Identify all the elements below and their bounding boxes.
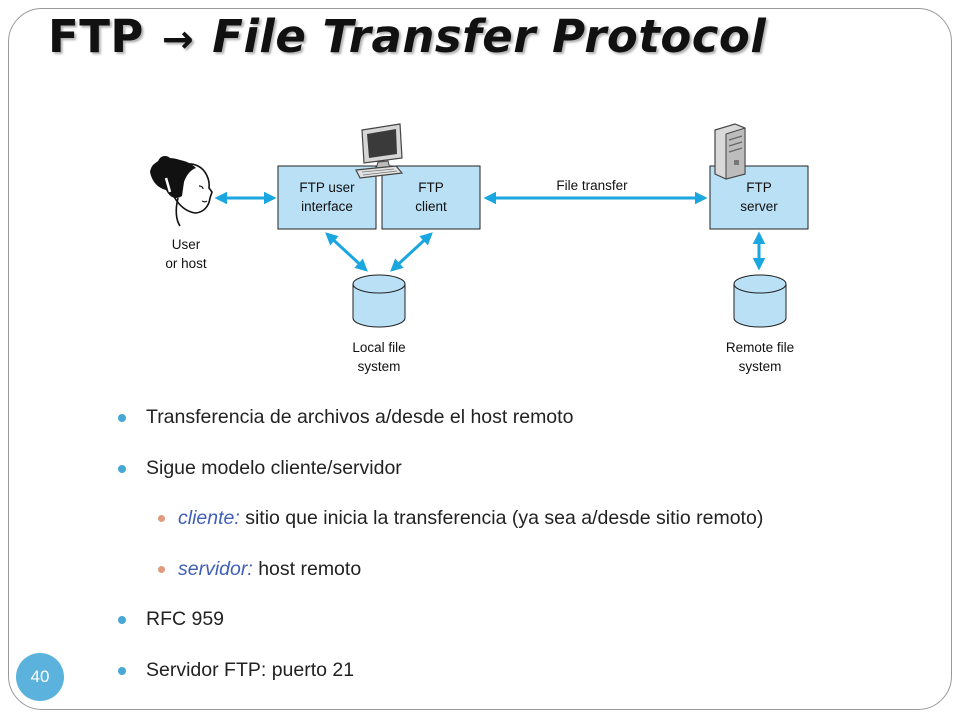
ftp-diagram: User or host FTP user interface FTP clie… [150,123,809,374]
title-acronym: FTP [48,10,144,63]
client-box-line1: FTP [418,180,444,195]
sub-bullet-dot-icon [158,515,165,522]
ui-box-line2: interface [301,199,353,214]
sub-bullet-item: cliente: sitio que inicia la transferenc… [118,503,918,554]
ftp-client-box [381,165,481,230]
person-icon [150,156,213,227]
bullet-list: Transferencia de archivos a/desde el hos… [118,402,918,705]
user-label-1: User [172,237,201,252]
local-fs-label-1: Local file [352,340,405,355]
bullet-text: Sigue modelo cliente/servidor [146,456,402,479]
bullet-item: Servidor FTP: puerto 21 [118,655,918,706]
slide-frame [8,8,952,710]
title-expansion: File Transfer Protocol [212,10,767,63]
ui-localfs-arrow [325,232,368,272]
client-box-line2: client [415,199,447,214]
sub-bullet-dot-icon [158,565,165,573]
bullet-item: Sigue modelo cliente/servidor [118,453,918,504]
server-icon [714,123,746,180]
term-servidor: servidor: [178,557,253,580]
bullet-dot-icon [118,616,126,624]
ftp-user-interface-box [277,165,377,230]
sub-bullet-text: cliente: sitio que inicia la transferenc… [178,503,763,533]
title-arrow: → [161,17,195,61]
slide-title: FTP → File Transfer Protocol [48,10,766,63]
computer-icon [355,123,404,179]
sub-bullet-text: servidor: host remoto [178,554,361,584]
bullet-text: RFC 959 [146,608,225,630]
bullet-text: Transferencia de archivos a/desde el hos… [146,406,574,428]
file-transfer-label: File transfer [556,178,628,193]
ui-box-line1: FTP user [299,180,355,195]
term-cliente-definition: sitio que inicia la transferencia (ya se… [239,507,764,529]
remote-fs-label-1: Remote file [726,340,794,355]
bullet-text: Servidor FTP: puerto 21 [146,658,355,681]
page-number-badge: 40 [16,653,64,701]
server-box-line2: server [740,199,778,214]
term-cliente: cliente: [178,507,240,529]
bullet-dot-icon [118,666,126,675]
server-box-line1: FTP [746,180,772,195]
term-servidor-definition: host remoto [252,557,362,580]
local-fs-label-2: system [358,359,401,374]
user-label-2: or host [165,256,207,271]
sub-bullet-item: servidor: host remoto [118,554,918,605]
local-file-system-database-icon [352,274,406,328]
remote-fs-label-2: system [739,359,782,374]
bullet-dot-icon [118,464,126,473]
remote-file-system-database-icon [733,274,787,328]
bullet-item: Transferencia de archivos a/desde el hos… [118,402,918,453]
bullet-dot-icon [118,414,126,422]
bullet-item: RFC 959 [118,604,918,655]
client-localfs-arrow [390,232,433,272]
